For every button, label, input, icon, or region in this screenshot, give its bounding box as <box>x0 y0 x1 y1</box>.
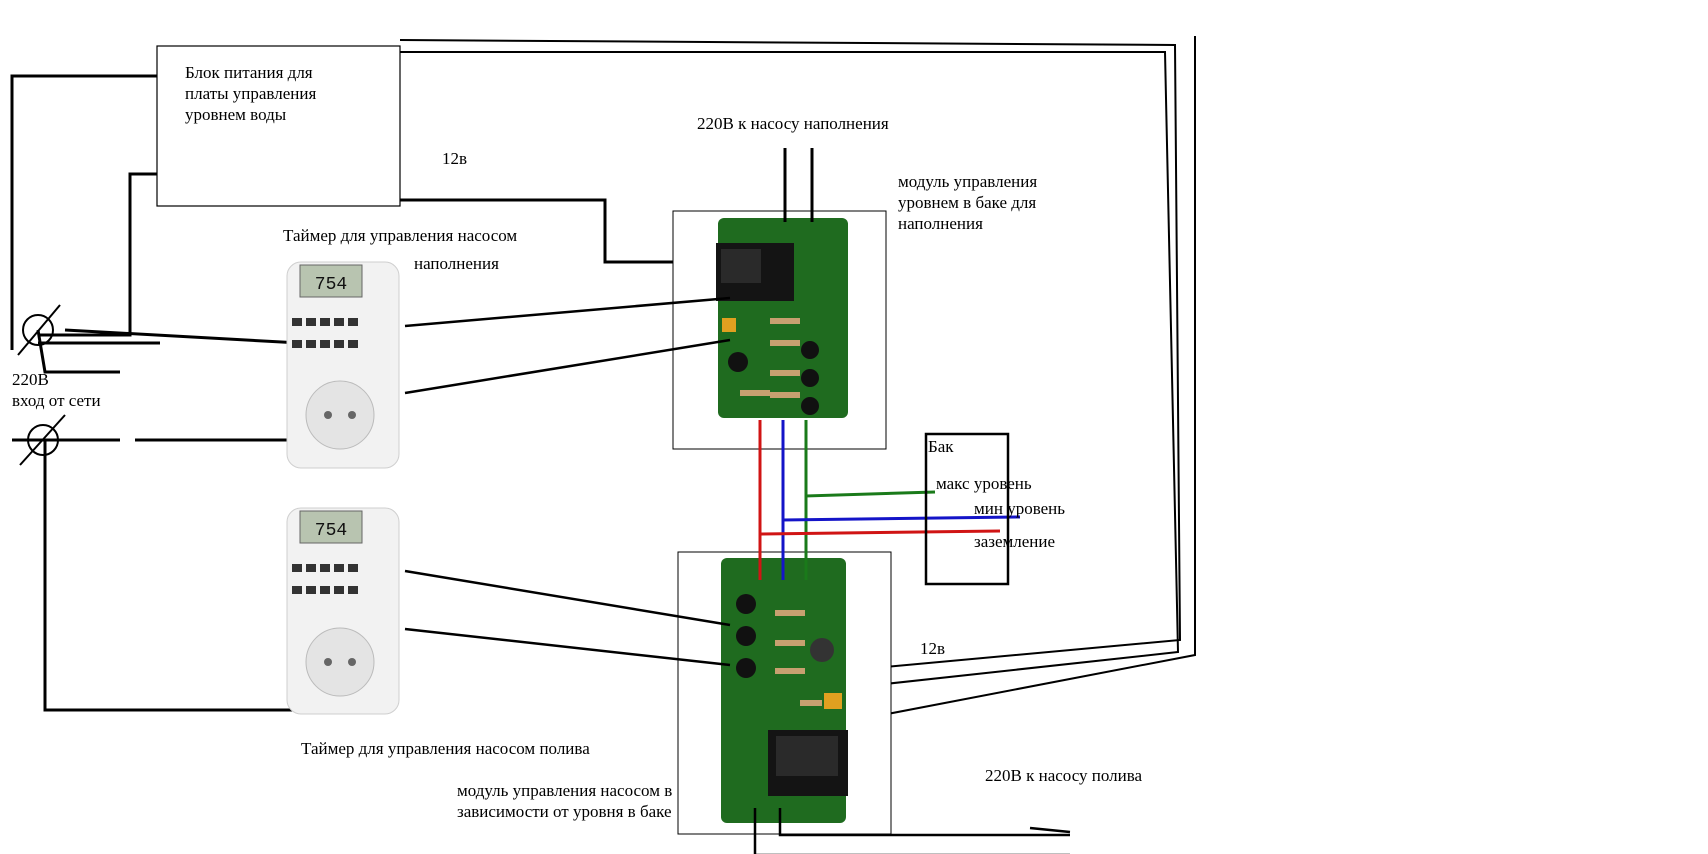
mains-fuse-top <box>17 304 61 356</box>
12v-top-label: 12в <box>442 149 468 168</box>
mains-wiring <box>10 74 718 712</box>
timer-fill-label-2: наполнения <box>414 254 499 273</box>
12v-bottom-label: 12в <box>920 639 946 658</box>
sensor-wires <box>758 420 1021 580</box>
mains-input-label: 220В вход от сети <box>12 370 101 410</box>
timer-fill-label-1: Таймер для управления насосом <box>283 226 518 245</box>
timer-fill-display: 754 <box>315 275 347 295</box>
tank-label: Бак <box>928 437 954 456</box>
timer-watering-label: Таймер для управления насосом полива <box>301 739 590 758</box>
fill-module-board <box>716 218 848 418</box>
max-level-label: макс уровень <box>936 474 1032 493</box>
timer-fill-wires <box>404 296 731 667</box>
power-supply-box <box>156 45 401 207</box>
power-supply-label: Блок питания для платы управления уровне… <box>185 63 317 124</box>
min-level-label: мин уровень <box>974 499 1066 518</box>
fill-pump-220v-label: 220В к насосу наполнения <box>697 114 889 133</box>
mains-fuse-bottom <box>19 414 66 466</box>
timer-fill-device <box>286 261 400 469</box>
long-12v-wires <box>399 36 1196 726</box>
watering-pump-220v-label: 220В к насосу полива <box>985 766 1143 785</box>
fill-module-label: модуль управления уровнем в баке для нап… <box>898 172 1038 233</box>
pump-module-board <box>721 558 848 823</box>
timer-watering-display: 754 <box>315 521 347 541</box>
fill-pump-leads <box>783 148 814 222</box>
ground-label: заземление <box>974 532 1056 551</box>
timer-watering-device <box>286 507 400 715</box>
tank-box <box>924 432 1010 586</box>
pump-module-label: модуль управления насосом в зависимости … <box>457 781 673 821</box>
watering-pump-leads <box>753 808 1071 854</box>
